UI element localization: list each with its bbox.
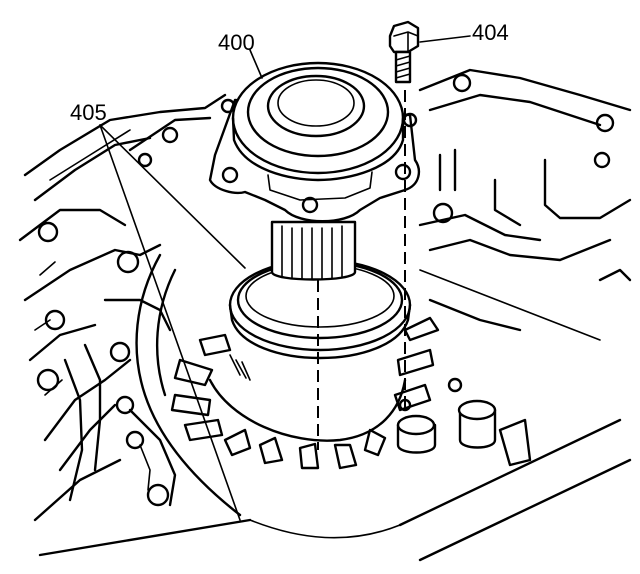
leader-lines: [99, 35, 471, 521]
housing-assembly-400: [208, 61, 421, 281]
leader-405: [99, 124, 246, 269]
leader-400: [249, 49, 263, 79]
callout-400: 400: [218, 30, 255, 55]
bolt-404: [388, 20, 420, 412]
case-gear-teeth: [170, 316, 440, 470]
leader-405-ext: [99, 124, 241, 521]
callout-404: 404: [472, 20, 509, 45]
leader-404: [419, 35, 471, 43]
callout-405: 405: [70, 100, 107, 125]
transmission-case: [18, 68, 632, 562]
